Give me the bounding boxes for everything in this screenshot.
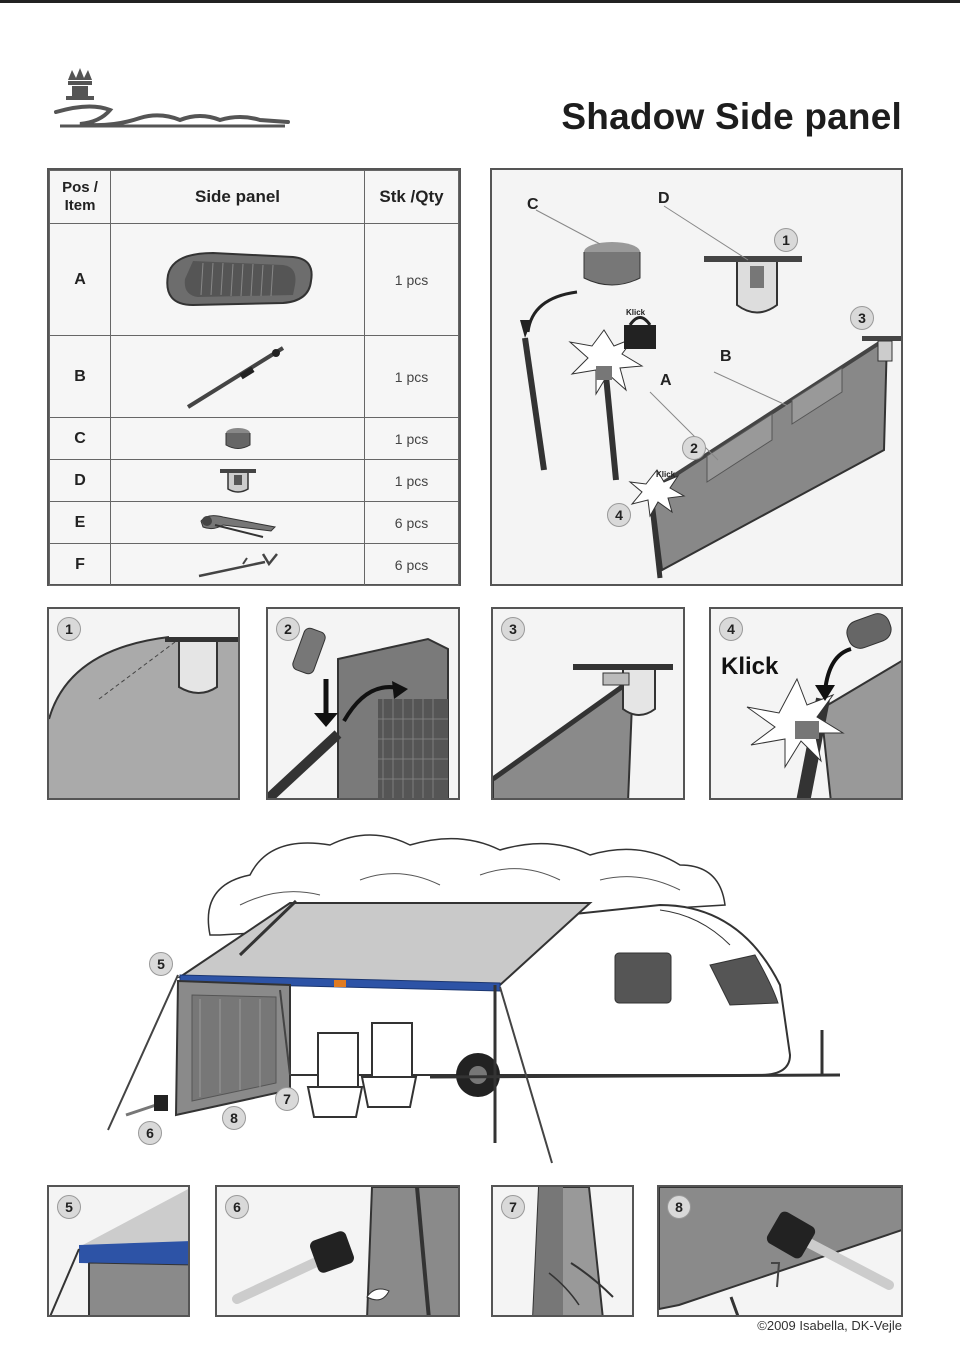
step-number: 7: [501, 1195, 525, 1219]
row-item: A: [49, 223, 111, 336]
row-qty: 1 pcs: [364, 223, 459, 336]
detail-step-2: 2: [266, 607, 460, 800]
label-c: C: [527, 196, 539, 213]
clip-icon: [110, 501, 365, 544]
parts-table: Pos / Item Side panel Stk /Qty A: [47, 168, 461, 586]
row-item: B: [49, 335, 111, 418]
step-number: 8: [222, 1106, 246, 1130]
row-qty: 1 pcs: [364, 417, 459, 460]
row-qty: 1 pcs: [364, 459, 459, 502]
crown-icon: [66, 68, 94, 100]
table-row: D 1 pcs: [49, 459, 459, 502]
step-number: 3: [850, 306, 874, 330]
pole-icon: [110, 335, 365, 418]
row-qty: 6 pcs: [364, 543, 459, 586]
lock-icon: [624, 316, 656, 349]
detail-step-4: Klick 4: [709, 607, 903, 800]
header-pos-line2: Item: [64, 197, 96, 214]
detail-step-8: 8: [657, 1185, 903, 1317]
step-number: 2: [276, 617, 300, 641]
caravan-scene: 5 6 7 8: [100, 825, 860, 1165]
header-pos-line1: Pos /: [62, 179, 98, 196]
step-number: 1: [774, 228, 798, 252]
table-row: E 6 pcs: [49, 501, 459, 544]
header-qty: Stk /Qty: [364, 170, 459, 224]
bag-icon: [110, 223, 365, 336]
klick-label: Klick: [721, 653, 779, 680]
step-number: 3: [501, 617, 525, 641]
detail-step-3: 3: [491, 607, 685, 800]
row-item: F: [49, 543, 111, 586]
label-b: B: [720, 348, 732, 365]
step-number: 6: [225, 1195, 249, 1219]
step-number: 7: [275, 1087, 299, 1111]
step-number: 1: [57, 617, 81, 641]
row-qty: 1 pcs: [364, 335, 459, 418]
isabella-logo: [50, 62, 295, 142]
step-number: 4: [607, 503, 631, 527]
detail-step-5: 5: [47, 1185, 190, 1317]
table-row: A 1 pcs: [49, 223, 459, 336]
table-row: F 6 pcs: [49, 543, 459, 586]
cap-icon: [110, 417, 365, 460]
detail-step-7: 7: [491, 1185, 634, 1317]
clamp-icon: [110, 459, 365, 502]
label-a: A: [660, 372, 672, 389]
row-item: E: [49, 501, 111, 544]
peg-icon: [110, 543, 365, 586]
step-number: 8: [667, 1195, 691, 1219]
table-row: B 1 pcs: [49, 335, 459, 418]
detail-step-6: 6: [215, 1185, 460, 1317]
page-title: Shadow Side panel: [561, 96, 902, 137]
header-pos: Pos / Item: [49, 170, 111, 224]
copyright: ©2009 Isabella, DK-Vejle: [757, 1318, 902, 1333]
label-d: D: [658, 190, 670, 207]
row-qty: 6 pcs: [364, 501, 459, 544]
step-number: 4: [719, 617, 743, 641]
row-item: D: [49, 459, 111, 502]
klick-label: Klick: [626, 308, 646, 317]
detail-step-1: 1: [47, 607, 240, 800]
top-border: [0, 0, 960, 3]
step-number: 2: [682, 436, 706, 460]
table-header-row: Pos / Item Side panel Stk /Qty: [49, 170, 459, 224]
row-item: C: [49, 417, 111, 460]
klick-label-small: Klick: [656, 470, 676, 479]
header-side-panel: Side panel: [110, 170, 365, 224]
step-number: 6: [138, 1121, 162, 1145]
step-number: 5: [57, 1195, 81, 1219]
step-number: 5: [149, 952, 173, 976]
overview-diagram: C D B A Klick Klick 1 2 3 4: [490, 168, 903, 586]
table-row: C 1 pcs: [49, 417, 459, 460]
